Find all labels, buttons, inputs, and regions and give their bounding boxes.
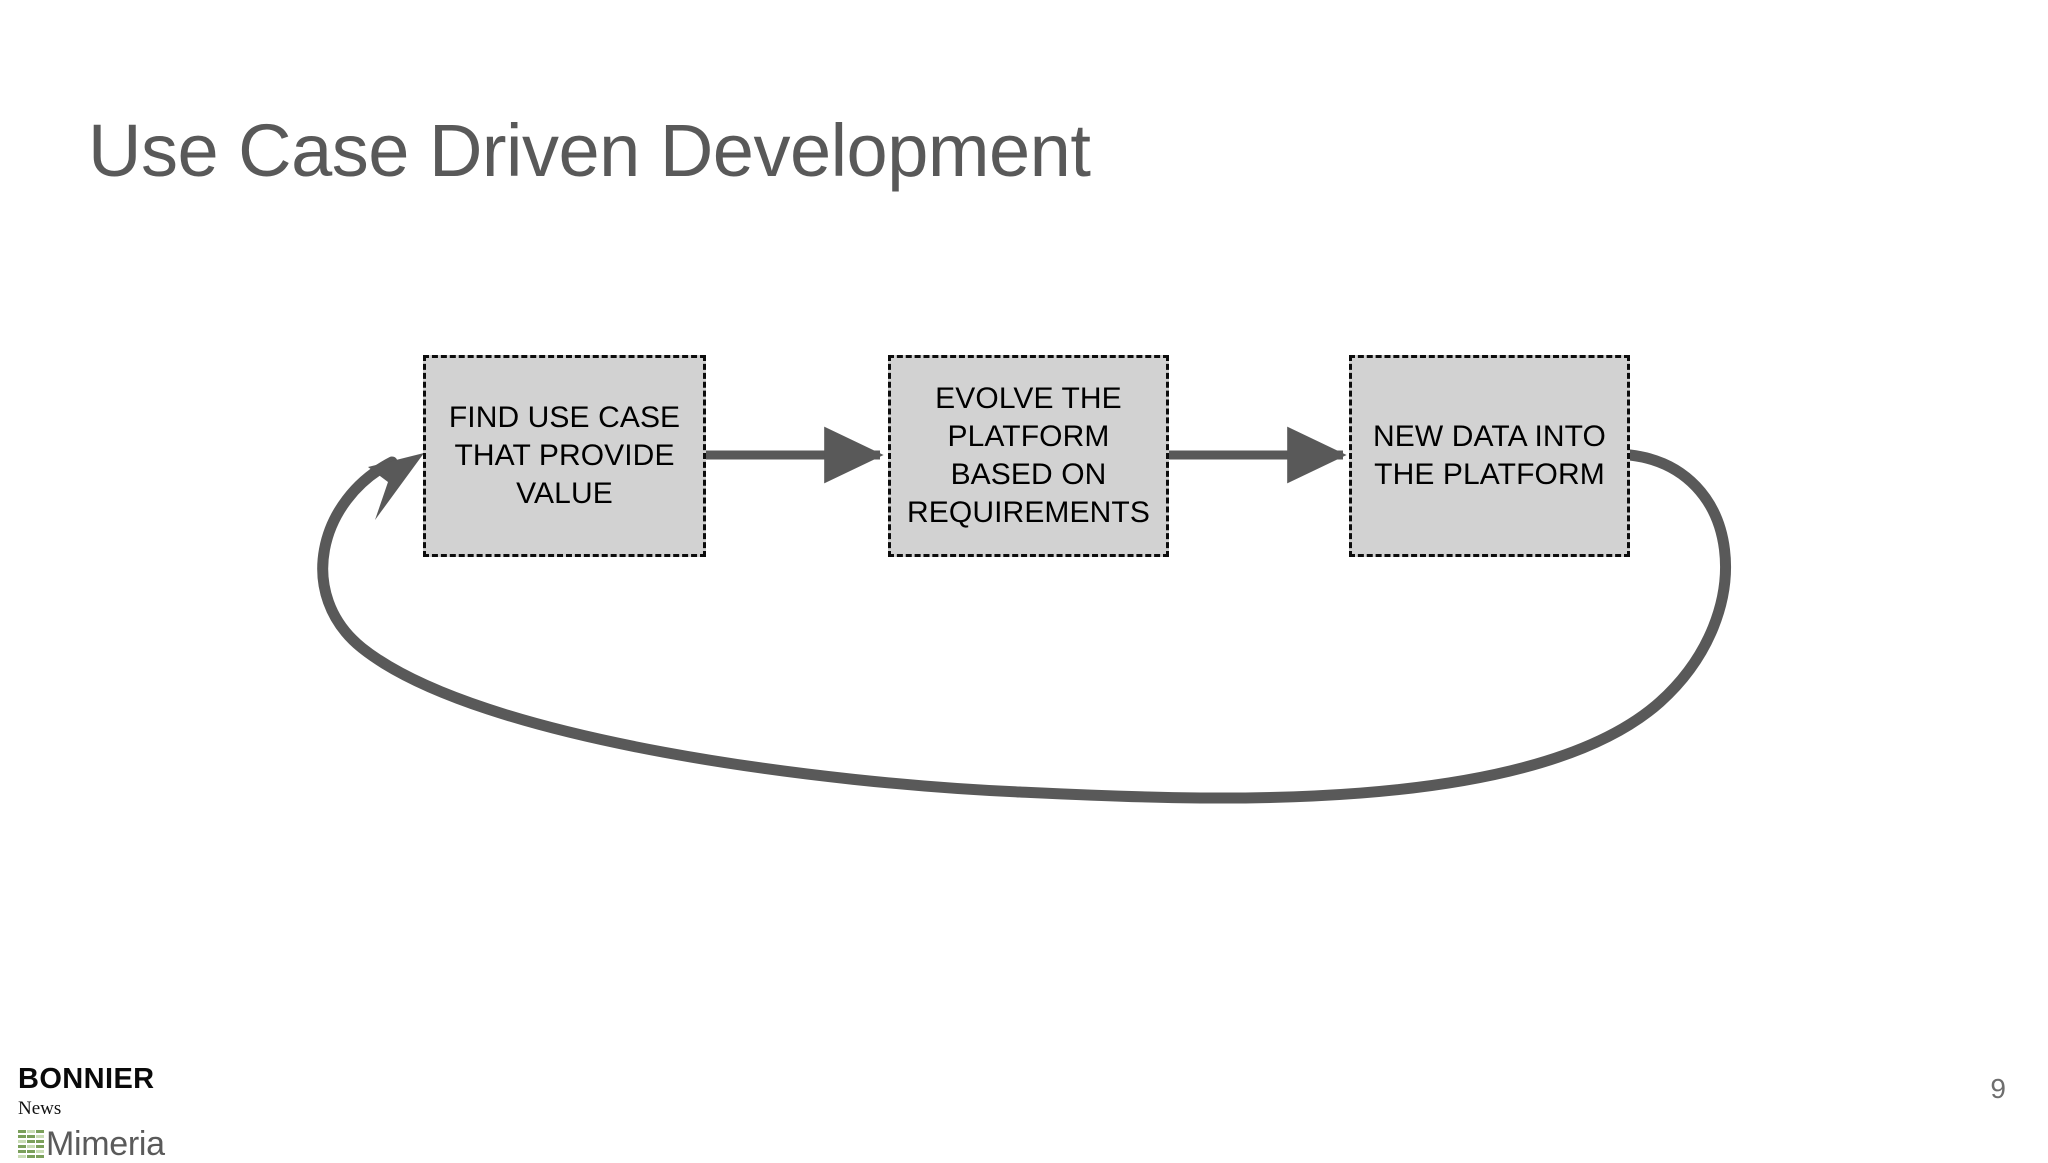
bonnier-wordmark: BONNIER [18,1063,155,1095]
arrow-newdata-to-find-head [368,453,424,520]
footer-logo: BONNIER News Mimeria [18,1065,278,1161]
page-title: Use Case Driven Development [88,109,1091,192]
process-box-evolve-platform[interactable]: EVOLVE THE PLATFORM BASED ON REQUIREMENT… [888,355,1169,557]
mimeria-stripes-icon [18,1130,44,1158]
mimeria-wordmark: Mimeria [46,1125,165,1163]
page-number: 9 [1990,1073,2006,1104]
process-box-new-data[interactable]: NEW DATA INTO THE PLATFORM [1349,355,1630,557]
bonnier-news-wordmark: News [18,1098,62,1119]
mimeria-lockup: Mimeria [18,1127,278,1161]
process-box-find-use-case[interactable]: FIND USE CASE THAT PROVIDE VALUE [423,355,706,557]
